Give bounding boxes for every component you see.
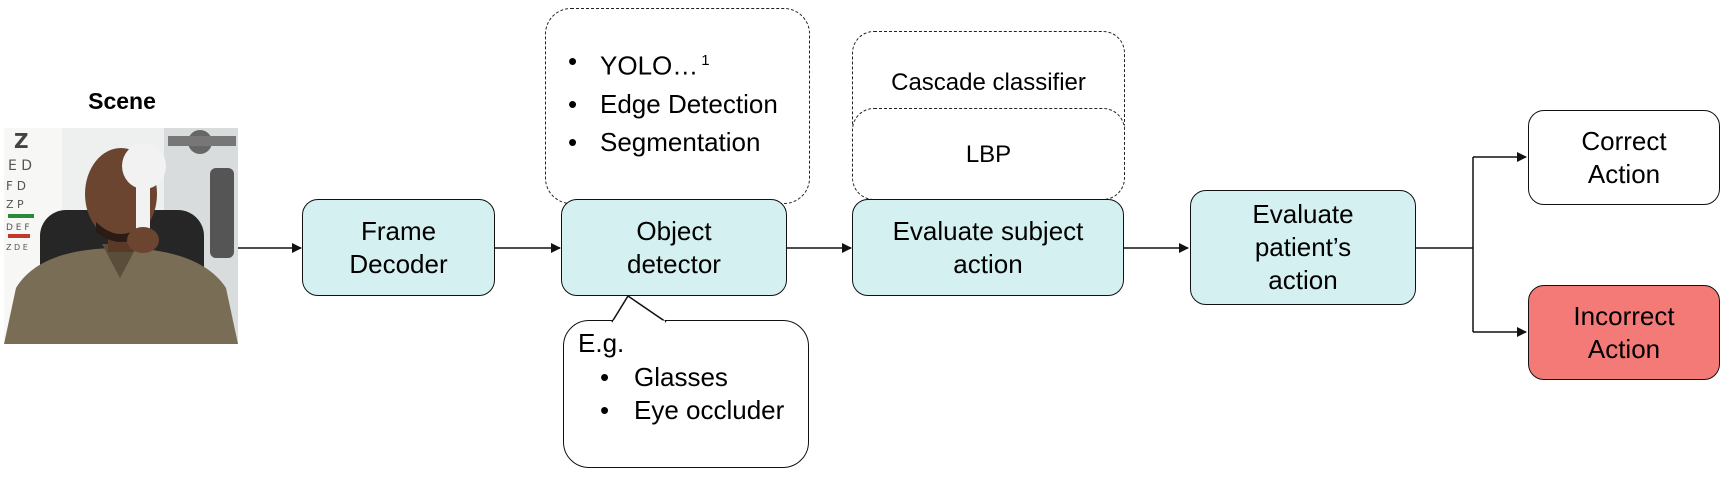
- svg-text:E D: E D: [8, 158, 32, 174]
- correct-action-label-line-1: Correct: [1581, 125, 1667, 156]
- object-detector-label-line-1: Object: [636, 215, 712, 246]
- scene-title: Scene: [88, 88, 156, 114]
- svg-text:F D: F D: [6, 179, 26, 193]
- evaluate-subject-action-node: Evaluate subject action: [852, 199, 1124, 296]
- frame-decoder-label-line-2: Decoder: [349, 248, 448, 279]
- examples-callout: E.g. Glasses Eye occluder: [563, 320, 809, 468]
- correct-action-label-line-2: Action: [1587, 158, 1661, 189]
- evaluate-subject-label-line-1: Evaluate subject: [892, 215, 1084, 246]
- lbp-method: LBP: [852, 108, 1125, 200]
- evaluate-subject-label-line-2: action: [953, 248, 1023, 279]
- evaluate-patient-label-line-1: Evaluate: [1252, 199, 1354, 229]
- detector-method-item: Edge Detection: [546, 88, 778, 120]
- evaluate-patient-action-node: Evaluate patient’s action: [1190, 190, 1416, 305]
- incorrect-action-label-line-2: Action: [1587, 333, 1661, 364]
- scene-photo: Z E D F D Z P D E F Z D E: [4, 128, 238, 344]
- detector-method-item: YOLO…1: [546, 45, 778, 82]
- yolo-footnote-marker: 1: [701, 52, 710, 69]
- detector-methods-callout: YOLO…1 Edge Detection Segmentation: [545, 8, 810, 204]
- evaluate-patient-label-line-3: action: [1268, 265, 1338, 295]
- detector-methods-list: YOLO…1 Edge Detection Segmentation: [546, 45, 778, 158]
- example-item: Eye occluder: [578, 394, 784, 426]
- evaluate-patient-label-line-2: patient’s: [1254, 232, 1352, 262]
- svg-text:Z D E: Z D E: [6, 243, 28, 252]
- object-detector-label-line-2: detector: [627, 248, 721, 279]
- incorrect-action-node: Incorrect Action: [1528, 285, 1720, 380]
- examples-callout-pointer: [611, 294, 667, 324]
- detector-method-item: Segmentation: [546, 126, 778, 158]
- example-item: Glasses: [578, 361, 784, 393]
- lbp-label: LBP: [965, 140, 1012, 168]
- incorrect-action-label-line-1: Incorrect: [1573, 300, 1675, 331]
- cascade-classifier-label: Cascade classifier: [891, 69, 1086, 96]
- correct-action-node: Correct Action: [1528, 110, 1720, 205]
- object-detector-node: Object detector: [561, 199, 787, 296]
- svg-text:D E F: D E F: [6, 223, 30, 233]
- svg-text:Z P: Z P: [6, 198, 24, 211]
- examples-list: Glasses Eye occluder: [578, 361, 784, 426]
- frame-decoder-node: Frame Decoder: [302, 199, 495, 296]
- svg-text:Z: Z: [14, 129, 29, 153]
- examples-heading: E.g.: [578, 328, 625, 358]
- frame-decoder-label-line-1: Frame: [360, 215, 437, 246]
